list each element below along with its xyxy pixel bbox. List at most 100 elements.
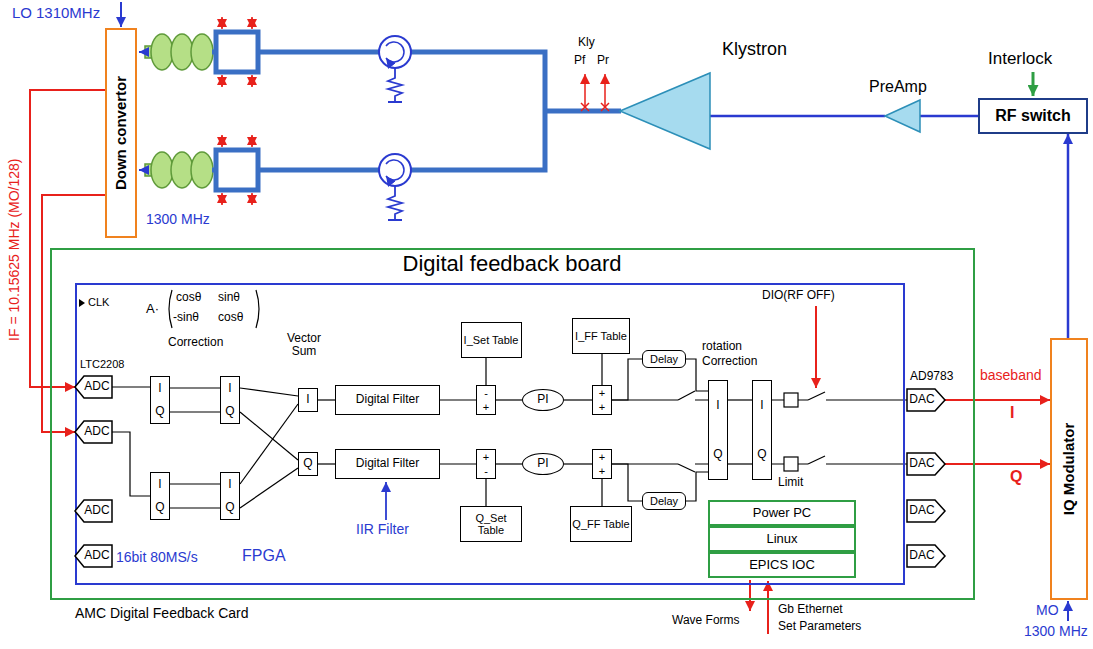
dac-block: DAC (907, 389, 945, 411)
node-text: ADC (77, 380, 109, 393)
signal-line (945, 399, 1050, 401)
node-text: I (760, 399, 763, 412)
coupler-arrows (222, 17, 252, 205)
adc-block: ADC (75, 500, 112, 522)
signal-name: Kly (578, 36, 595, 49)
rf-switch: RF switch (978, 98, 1088, 134)
ioc-box: EPICS IOC (708, 552, 856, 578)
interlock-arrow (1032, 72, 1035, 96)
signal-line (601, 354, 602, 385)
node-text: I (158, 382, 161, 395)
set-table: Q_Set Table (460, 506, 522, 542)
frequency: 1300 MHz (146, 212, 210, 227)
node-text: DAC (909, 549, 942, 562)
signal-line (170, 507, 220, 508)
node-text: - (484, 465, 488, 477)
digital-filter: Digital Filter (335, 385, 440, 415)
signal-line (240, 412, 298, 460)
outline-shape (620, 73, 710, 149)
node-text: EPICS IOC (749, 558, 815, 572)
lo-arrow (120, 2, 122, 27)
signal-line (496, 463, 522, 464)
outline-shape (885, 100, 920, 132)
node-text: + (599, 387, 605, 399)
signal-line (601, 479, 602, 506)
signal-line (318, 399, 335, 400)
outline-shape (885, 100, 920, 132)
sum-junction: -+ (476, 385, 496, 415)
outline-shape (620, 73, 710, 149)
node-text: I (228, 478, 231, 491)
spec-note: 16bit 80MS/s (116, 550, 198, 565)
adc-block: ADC (75, 545, 112, 567)
signal-line (496, 399, 522, 400)
rf-off-switch (808, 392, 826, 468)
cavity (145, 34, 213, 188)
node-text: + (599, 451, 605, 463)
node-text: PI (537, 393, 548, 406)
iir-pointer (385, 482, 387, 520)
block-caption: IIR Filter (356, 522, 409, 537)
node-text: Q (155, 405, 164, 418)
ff-table: I_FF Table (572, 318, 630, 354)
node-text: - (484, 387, 488, 399)
cpu-box: Power PC (708, 500, 856, 526)
signal-name: Pf (574, 54, 585, 67)
node-text: Digital feedback board (403, 252, 622, 276)
node-text: + (599, 401, 605, 413)
preamp: PreAmp (885, 100, 920, 132)
pickup-arrow (139, 51, 145, 53)
outline-shape (75, 500, 112, 522)
outline-shape (907, 545, 945, 567)
node-text: Delay (650, 353, 678, 365)
node-text: Down convertor (113, 76, 130, 190)
parameter-arrow (767, 581, 769, 634)
matrix-term: A· (146, 302, 159, 316)
signal-line (1067, 134, 1070, 338)
outline-shape (75, 376, 112, 398)
node-text: + (483, 451, 489, 463)
adc-block: ADC (75, 421, 112, 443)
iq-correction: IQ (220, 376, 240, 424)
node-text: AMC Digital Feedback Card (75, 606, 249, 621)
signal-name: IF = 10.15625 MHz (MO/128) (6, 159, 21, 341)
signal-line (612, 359, 642, 400)
limiter (784, 393, 798, 471)
delay-block: Delay (642, 492, 686, 510)
part-number: LTC2208 (80, 358, 124, 370)
node-text: DAC (909, 504, 942, 517)
signal-line (240, 388, 298, 396)
circulator (379, 36, 411, 220)
signal-line (440, 399, 476, 400)
signal-line (112, 432, 150, 496)
node-text: Digital Filter (356, 457, 419, 470)
node-text: + (483, 401, 489, 413)
signal-name: LO (12, 5, 32, 22)
signal-line (728, 399, 752, 400)
node-text: I_FF Table (575, 330, 627, 342)
signal-line (240, 404, 298, 484)
iq-correction: IQ (150, 472, 170, 520)
block-caption: Correction (168, 336, 223, 349)
node-text: Q (757, 448, 766, 461)
node-text: Klystron (722, 40, 787, 60)
signal-line (240, 468, 298, 508)
node-text: PI (537, 457, 548, 470)
vector-sum: I (298, 388, 318, 412)
node-text: I (228, 382, 231, 395)
pi-controller: PI (522, 453, 564, 475)
node-text: Digital Filter (356, 393, 419, 406)
node-text: FPGA (242, 547, 286, 565)
selector-switch (678, 391, 695, 472)
dio-arrow (815, 306, 817, 388)
block-caption: Correction (702, 355, 757, 368)
signal-name: MO (1036, 603, 1059, 618)
signal-name: baseband (980, 368, 1042, 383)
pi-controller: PI (522, 389, 564, 411)
pickup-arrow (139, 169, 145, 171)
signal-line (686, 472, 708, 501)
signal-line (112, 386, 150, 387)
node-text: Q_FF Table (572, 518, 629, 530)
node-text: Delay (650, 495, 678, 507)
node-text: Power PC (753, 506, 812, 520)
